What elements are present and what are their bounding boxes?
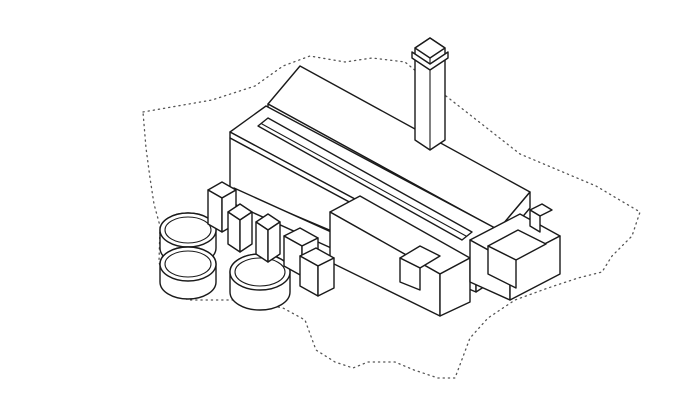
front-wing — [329, 195, 471, 317]
east-wing — [469, 203, 561, 301]
oil-tanks — [159, 212, 291, 311]
chimney — [411, 37, 449, 151]
ancillary-walls — [207, 181, 335, 297]
